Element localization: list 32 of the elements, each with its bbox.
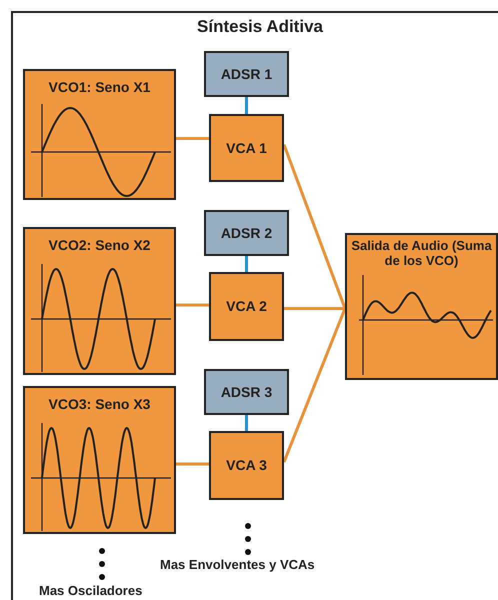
box-label: Salida de Audio (Suma de los VCO) bbox=[350, 239, 493, 269]
box-label: ADSR 1 bbox=[220, 66, 272, 82]
envelope-box bbox=[204, 51, 289, 97]
connector-line bbox=[284, 307, 345, 310]
envelope-box bbox=[204, 210, 289, 256]
oscillator-box bbox=[23, 69, 176, 200]
amplifier-box bbox=[209, 272, 284, 341]
connector-line bbox=[176, 462, 209, 466]
note-text: Mas Envolventes y VCAs bbox=[160, 557, 315, 572]
amplifier-box bbox=[209, 431, 284, 500]
connector-line bbox=[245, 97, 248, 114]
connector-line bbox=[176, 137, 209, 140]
oscillator-box bbox=[23, 386, 176, 534]
connector-line bbox=[245, 415, 248, 431]
note-text: Mas Osciladores bbox=[39, 583, 142, 598]
amplifier-box bbox=[209, 114, 284, 182]
box-label: VCO3: Seno X3 bbox=[48, 396, 150, 412]
envelope-box bbox=[204, 369, 289, 415]
box-label: VCA 3 bbox=[226, 457, 267, 474]
box-label: VCA 1 bbox=[226, 140, 267, 156]
box-label: ADSR 2 bbox=[220, 224, 272, 242]
box-label: ADSR 3 bbox=[220, 384, 272, 400]
box-label: VCO1: Seno X1 bbox=[48, 79, 150, 96]
box-label: VCA 2 bbox=[226, 298, 267, 315]
connector-line bbox=[282, 144, 346, 310]
output-box bbox=[345, 233, 498, 380]
connector-line bbox=[245, 256, 248, 272]
box-label: VCO2: Seno X2 bbox=[48, 237, 150, 254]
connector-line bbox=[176, 304, 209, 306]
oscillator-box bbox=[23, 227, 176, 375]
connector-line bbox=[282, 308, 346, 463]
diagram-title: Síntesis Aditiva bbox=[196, 17, 324, 37]
